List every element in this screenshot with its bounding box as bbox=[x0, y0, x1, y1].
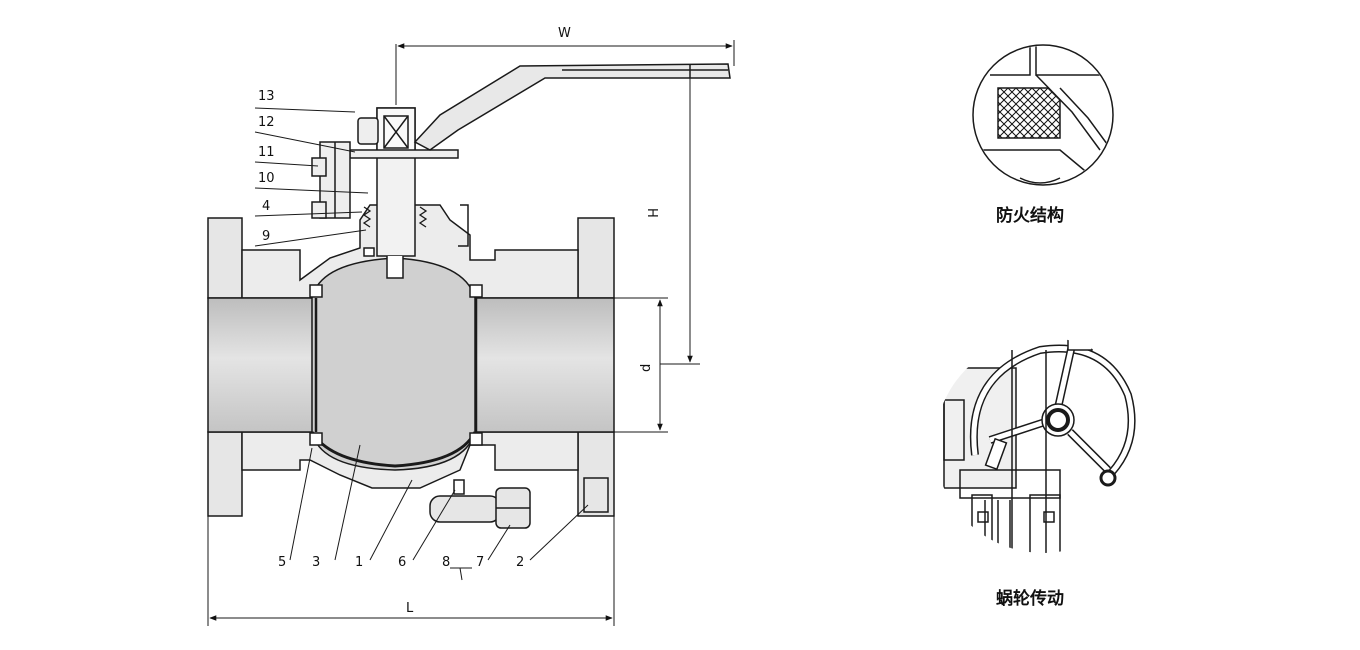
part-label-6: 6 bbox=[398, 555, 406, 570]
part-label-7: 7 bbox=[476, 555, 484, 570]
part-label-11: 11 bbox=[258, 145, 275, 160]
dimension-w-label: W bbox=[558, 26, 571, 41]
part-label-12: 12 bbox=[258, 115, 275, 130]
fireproof-caption: 防火结构 bbox=[996, 205, 1064, 226]
part-label-1: 1 bbox=[355, 555, 363, 570]
dimension-d-label: d bbox=[639, 364, 654, 372]
part-label-13: 13 bbox=[258, 89, 275, 104]
part-label-3: 3 bbox=[312, 555, 320, 570]
ball bbox=[311, 257, 476, 471]
stop-plate bbox=[349, 149, 459, 159]
part-label-10: 10 bbox=[258, 171, 275, 186]
right-seat bbox=[469, 284, 483, 298]
dimension-l-label: L bbox=[406, 601, 414, 616]
valve-main-view bbox=[207, 63, 731, 529]
handle-lever bbox=[413, 63, 731, 151]
fireproof-detail bbox=[972, 44, 1114, 186]
part-label-4: 4 bbox=[262, 199, 270, 214]
packing bbox=[362, 206, 428, 228]
graphite-seal bbox=[997, 87, 1061, 139]
worm-gear-detail bbox=[943, 337, 1136, 553]
dimension-h-label: H bbox=[644, 208, 659, 218]
drain-bolt bbox=[429, 479, 531, 529]
part-label-5: 5 bbox=[278, 555, 286, 570]
part-label-9: 9 bbox=[262, 229, 270, 244]
part-label-2: 2 bbox=[516, 555, 524, 570]
left-seat bbox=[309, 284, 323, 298]
part-label-8: 8 bbox=[442, 555, 450, 570]
plug bbox=[583, 477, 609, 513]
dimension-lines bbox=[207, 40, 735, 626]
gland-bolt bbox=[311, 141, 351, 219]
part-labels: 13 12 11 10 4 9 5 3 1 6 8 7 2 bbox=[254, 89, 589, 581]
worm-gear-caption: 蜗轮传动 bbox=[996, 588, 1064, 609]
